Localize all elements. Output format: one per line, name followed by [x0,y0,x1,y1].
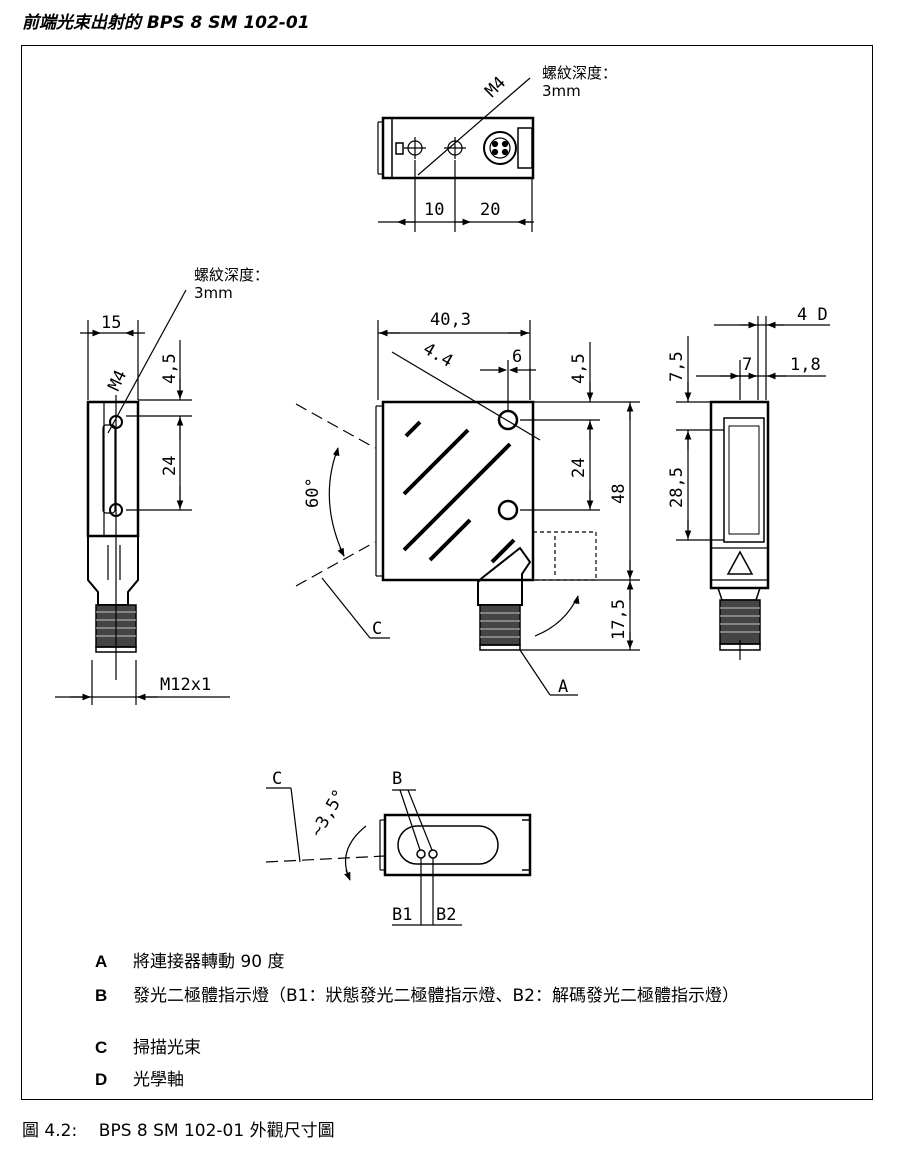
legend-text: 將連接器轉動 90 度 [133,952,285,972]
dim-7: 7 [742,355,752,375]
bottom-view: C ~3,5° B B1 B2 [265,769,532,926]
label-c-front: C [372,619,382,639]
dim-7-5: 7,5 [667,351,687,382]
dim-4-5-front: 4,5 [569,353,589,384]
legend-text: 掃描光束 [133,1038,201,1058]
label-b1: B1 [392,905,412,925]
dim-24-left: 24 [160,456,180,476]
label-4d: 4 D [797,305,828,325]
right-view: 4 D 7 1,8 7,5 28,5 [667,305,830,660]
dim-40-3: 40,3 [430,310,471,330]
legend-key: D [95,1070,108,1089]
legend-key: A [95,952,108,971]
dim-24-front: 24 [569,458,589,478]
label-b: B [392,769,402,789]
label-b2: B2 [436,905,456,925]
left-view: 15 M4 螺紋深度： 3mm 4,5 24 M12x1 [55,266,269,705]
dim-4-4: 4.4 [420,339,457,372]
dim-m12x1: M12x1 [160,675,211,695]
dim-17-5: 17,5 [609,599,629,640]
dim-1-8: 1,8 [790,355,821,375]
front-view: 40,3 4.4 6 4,5 24 48 17,5 60° C A [295,310,640,697]
thread-depth-note-left: 螺紋深度： [194,266,269,284]
legend-key: B [95,986,108,1005]
dim-28-5: 28,5 [667,467,687,508]
thread-depth-value: 3mm [542,82,581,100]
thread-depth-value-left: 3mm [194,284,233,302]
thread-label-m4-left: M4 [104,367,131,394]
legend-key: C [95,1038,108,1057]
dim-15: 15 [101,313,121,333]
top-view: 10 20 M4 螺紋深度： 3mm [377,64,617,232]
dim-6: 6 [512,347,522,367]
dim-48: 48 [609,484,629,504]
dim-20: 20 [480,200,500,220]
angle-60: 60° [303,477,323,508]
dim-4-5-left: 4,5 [160,353,180,384]
legend-text: 發光二極體指示燈（B1：狀態發光二極體指示燈、B2：解碼發光二極體指示燈） [133,986,739,1006]
label-c-bottom: C [272,769,282,789]
dim-10: 10 [424,200,444,220]
thread-label-m4: M4 [481,73,510,102]
angle-3-5: ~3,5° [307,786,350,840]
label-a: A [558,677,568,697]
figure-caption: 圖 4.2: BPS 8 SM 102-01 外觀尺寸圖 [22,1121,335,1141]
drawing-frame [21,45,873,1100]
thread-depth-note: 螺紋深度： [542,64,617,82]
legend-text: 光學軸 [133,1070,184,1090]
figure-heading: 前端光束出射的 BPS 8 SM 102-01 [22,13,310,33]
